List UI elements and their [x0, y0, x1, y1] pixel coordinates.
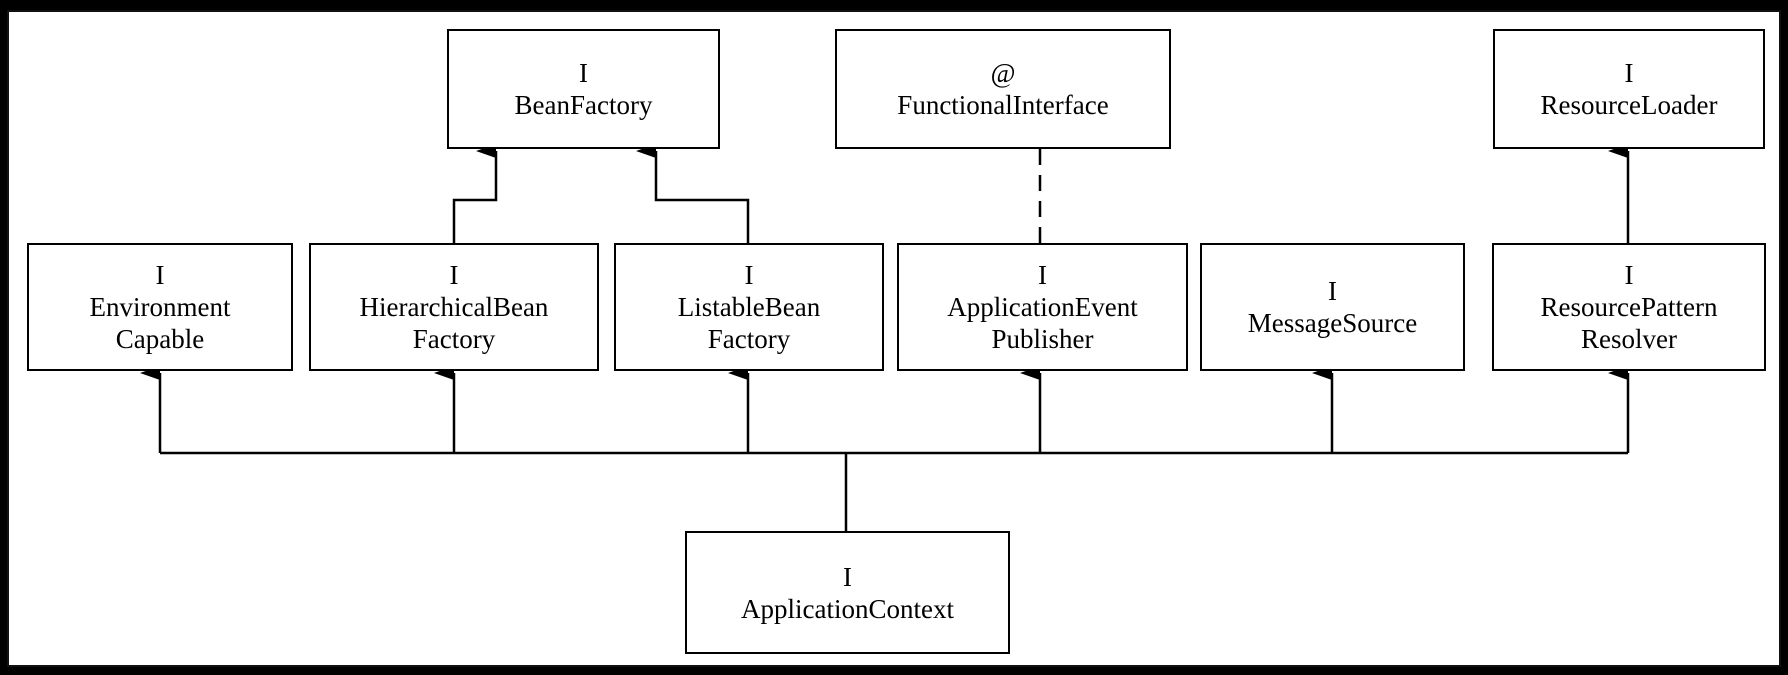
stereotype-label: I: [579, 58, 588, 88]
edge-hierarchical-to-beanfactory: [452, 144, 498, 243]
stereotype-label: I: [449, 260, 459, 290]
node-hierarchical-bean-factory: I HierarchicalBean Factory: [309, 243, 599, 371]
node-name: ResourcePattern Resolver: [1540, 292, 1718, 354]
node-resource-loader: I ResourceLoader: [1493, 29, 1765, 149]
node-name: BeanFactory: [514, 90, 653, 120]
node-name: HierarchicalBean Factory: [359, 292, 549, 354]
node-bean-factory: I BeanFactory: [447, 29, 720, 149]
node-application-context: I ApplicationContext: [685, 531, 1010, 654]
stereotype-label: I: [744, 260, 754, 290]
node-name: ApplicationEvent Publisher: [947, 292, 1138, 354]
stereotype-label: I: [843, 561, 852, 592]
node-name: ResourceLoader: [1540, 90, 1718, 120]
node-message-source: I MessageSource: [1200, 243, 1465, 371]
node-environment-capable: I Environment Capable: [27, 243, 293, 371]
edge-listable-to-beanfactory: [636, 144, 750, 243]
node-name: Environment Capable: [89, 292, 231, 354]
node-application-event-publisher: I ApplicationEvent Publisher: [897, 243, 1188, 371]
node-name: ListableBean Factory: [677, 292, 821, 354]
stereotype-label: @: [990, 58, 1016, 88]
node-name: FunctionalInterface: [897, 90, 1109, 120]
stereotype-label: I: [155, 260, 165, 290]
node-name: MessageSource: [1247, 308, 1418, 338]
node-name: ApplicationContext: [741, 593, 954, 624]
stereotype-label: I: [1038, 260, 1047, 290]
node-functional-interface: @ FunctionalInterface: [835, 29, 1171, 149]
stereotype-label: I: [1328, 276, 1337, 306]
node-resource-pattern-resolver: I ResourcePattern Resolver: [1492, 243, 1766, 371]
node-listable-bean-factory: I ListableBean Factory: [614, 243, 884, 371]
stereotype-label: I: [1624, 260, 1634, 290]
stereotype-label: I: [1624, 58, 1634, 88]
